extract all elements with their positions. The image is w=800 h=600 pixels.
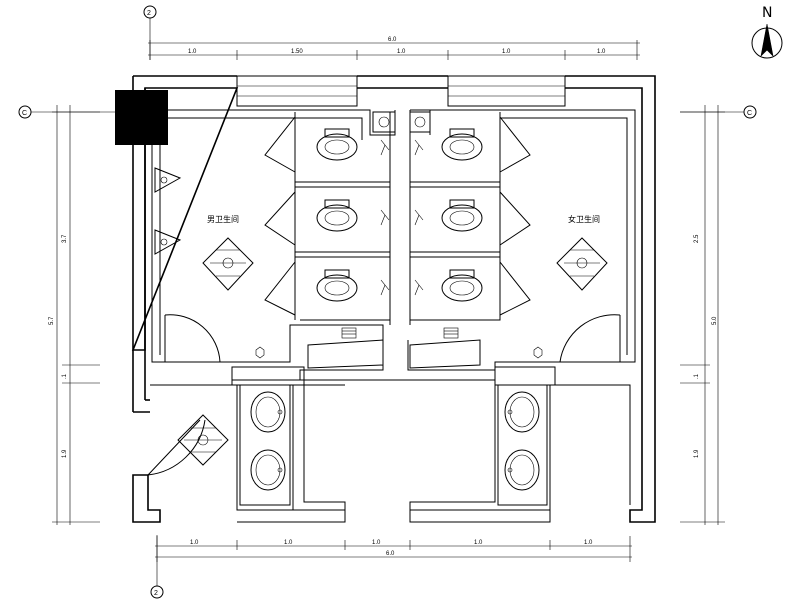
dim-left-seg-1: 3.7 [62, 234, 68, 243]
outer-walls [131, 75, 656, 523]
lower-walls [150, 327, 631, 523]
dim-left-total: 5.7 [49, 316, 55, 325]
dim-bottom-seg-2: 1.0 [284, 540, 293, 546]
washbasin-right-2 [504, 449, 540, 491]
floor-pattern-left [202, 237, 254, 291]
stall-doors-left [264, 116, 296, 316]
dim-left-seg-3: 1.9 [62, 449, 68, 458]
toilet-left-2 [316, 199, 390, 232]
service-shafts [372, 111, 431, 133]
north-arrow: N [751, 5, 783, 59]
washbasin-left-1 [250, 391, 286, 433]
dim-right-seg-1: 2.5 [694, 234, 700, 243]
axis-label-left: C [22, 110, 27, 117]
dim-right-seg-4: 1.9 [694, 449, 700, 458]
toilet-right-1 [414, 128, 483, 161]
inner-walls-right [407, 109, 636, 371]
door-corridor [147, 419, 206, 476]
dim-bottom-total: 6.0 [386, 551, 395, 557]
washbasin-left-2 [250, 449, 286, 491]
axis-label-top: 2 [147, 10, 151, 17]
floor-pattern-right [556, 237, 608, 291]
dimension-left: 5.7 3.7 .1 1.9 [49, 105, 100, 525]
toilet-right-2 [414, 199, 483, 232]
dim-right-total: 5.0 [712, 316, 718, 325]
stall-doors-right [499, 116, 531, 316]
axis-label-bottom: 2 [154, 590, 158, 597]
dimension-right: 2.5 5.0 .1 1.9 [680, 105, 725, 525]
dim-bottom-seg-4: 1.0 [474, 540, 483, 546]
washbasin-right-1 [504, 391, 540, 433]
dim-left-seg-2: .1 [62, 373, 68, 379]
floor-drain-left [255, 346, 265, 359]
dim-top-seg-4: 1.0 [502, 49, 511, 55]
axis-label-right: C [747, 110, 752, 117]
room-label-right: 女卫生间 [568, 214, 600, 224]
dim-top-seg-1: 1.0 [188, 49, 197, 55]
north-label: N [762, 5, 772, 21]
door-right-room [559, 314, 621, 363]
inner-walls-left [151, 109, 396, 381]
toilet-left-1 [316, 128, 390, 161]
dimension-bottom: 1.0 1.0 1.0 1.0 1.0 6.0 [155, 536, 632, 562]
dim-bottom-seg-1: 1.0 [190, 540, 199, 546]
dim-top-seg-3: 1.0 [397, 49, 406, 55]
dim-right-seg-3: .1 [694, 373, 700, 379]
urinal-2 [154, 229, 182, 255]
room-label-left: 男卫生间 [207, 214, 239, 224]
toilet-left-3 [316, 269, 390, 302]
dimension-top: 6.0 1.0 1.50 1.0 1.0 1.0 [148, 37, 640, 60]
floor-drain-right [533, 346, 543, 359]
urinal-1 [154, 167, 182, 193]
door-left-room [164, 314, 221, 363]
toilet-right-3 [414, 269, 483, 302]
dim-bottom-seg-5: 1.0 [584, 540, 593, 546]
structural-column [115, 90, 168, 145]
dim-bottom-seg-3: 1.0 [372, 540, 381, 546]
dim-top-seg-5: 1.0 [597, 49, 606, 55]
dim-top-seg-2: 1.50 [291, 49, 303, 55]
dim-top-total: 6.0 [388, 37, 397, 43]
